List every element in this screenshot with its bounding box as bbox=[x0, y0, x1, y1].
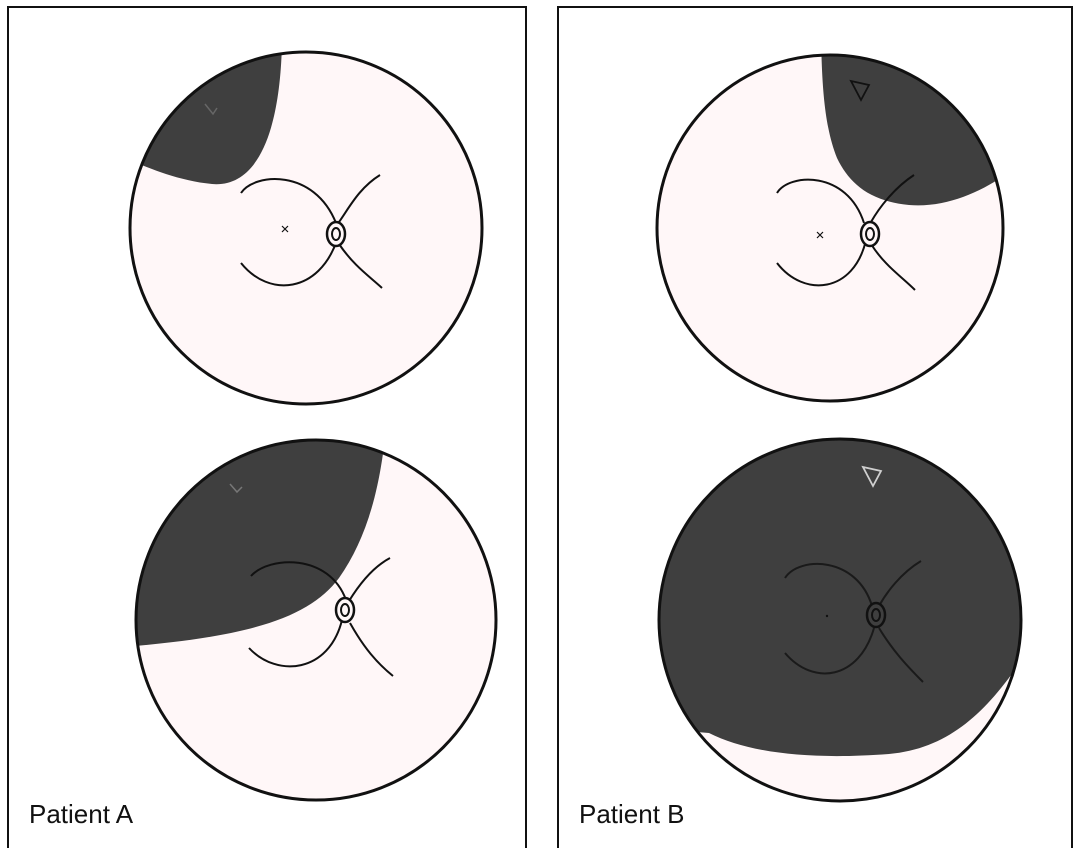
optic-disc bbox=[327, 222, 345, 246]
fovea-marker bbox=[826, 615, 828, 617]
patient-b-diagrams bbox=[559, 8, 1073, 850]
fundus-circle-a-top bbox=[89, 18, 482, 404]
panel-patient-b: Patient B bbox=[557, 6, 1073, 848]
panel-label: Patient A bbox=[29, 799, 133, 830]
fundus-circle-a-bottom bbox=[109, 418, 496, 800]
fundus-circle-b-bottom bbox=[649, 428, 1039, 801]
optic-disc bbox=[867, 603, 885, 627]
panel-patient-a: Patient A bbox=[7, 6, 527, 848]
fundus-circle-b-top bbox=[657, 18, 1039, 401]
patient-a-diagrams bbox=[9, 8, 529, 850]
optic-disc bbox=[336, 598, 354, 622]
shadow-region bbox=[821, 18, 1039, 205]
shadow-region bbox=[649, 428, 1039, 756]
optic-disc bbox=[861, 222, 879, 246]
panel-label: Patient B bbox=[579, 799, 685, 830]
